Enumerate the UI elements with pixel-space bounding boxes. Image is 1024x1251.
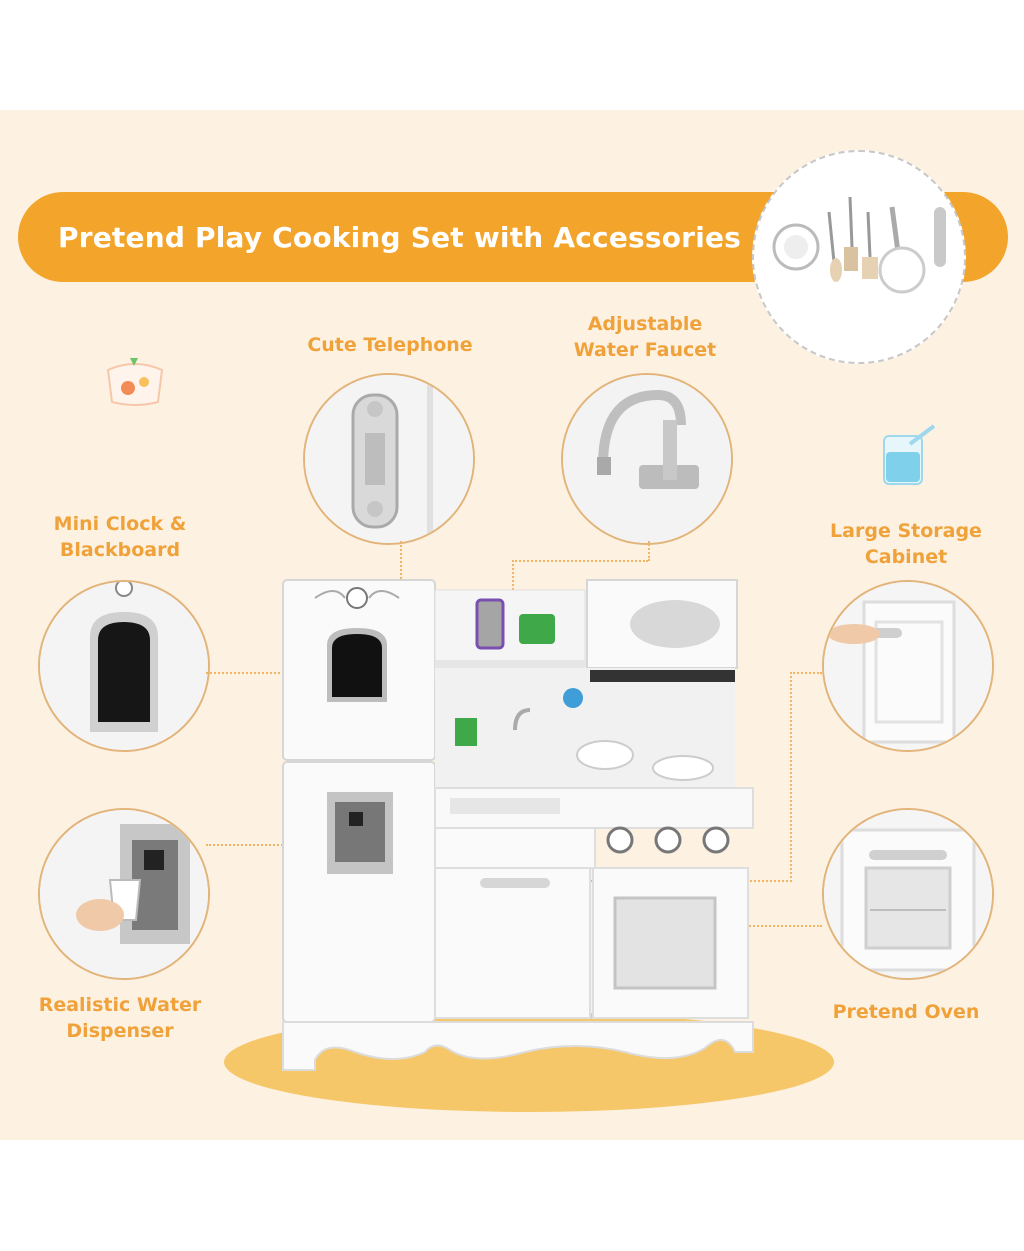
connector-faucet-h	[512, 560, 648, 562]
clock-blackboard-detail-image	[38, 580, 210, 752]
label-pretend-oven: Pretend Oven	[832, 1001, 980, 1023]
banner-title: Pretend Play Cooking Set with Accessorie…	[58, 220, 742, 254]
oven-detail-image	[822, 808, 994, 980]
storage-cabinet-detail-image	[822, 580, 994, 752]
connector-dispenser	[206, 844, 330, 846]
connector-telephone-v	[400, 541, 402, 611]
label-mini-clock: Mini Clock & Blackboard	[53, 513, 187, 561]
label-water-faucet: Adjustable Water Faucet	[573, 313, 717, 361]
connector-faucet-v	[648, 541, 650, 561]
telephone-detail-image	[303, 373, 475, 545]
connector-storage-h	[790, 672, 822, 674]
food-bag-icon	[100, 350, 170, 410]
connector-storage-v	[790, 672, 792, 882]
label-storage-cabinet: Large Storage Cabinet	[830, 520, 982, 568]
water-dispenser-detail-image	[38, 808, 210, 980]
connector-oven	[718, 925, 822, 927]
faucet-detail-image	[561, 373, 733, 545]
label-cute-telephone: Cute Telephone	[307, 334, 473, 356]
drink-glass-icon	[872, 422, 942, 492]
connector-clock	[206, 672, 280, 674]
label-water-dispenser: Realistic Water Dispenser	[38, 994, 202, 1042]
play-kitchen-image	[275, 570, 765, 1080]
accessories-image	[752, 150, 966, 364]
